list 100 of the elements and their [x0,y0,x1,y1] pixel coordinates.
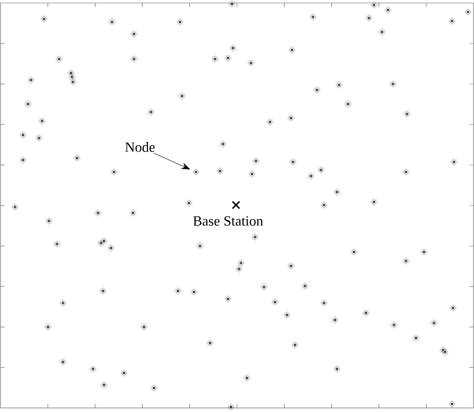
marker-label: Base Station [193,216,263,226]
asterisk-marker [403,110,411,118]
asterisk-marker [11,203,19,211]
asterisk-marker [219,140,227,148]
asterisk-marker [185,199,193,207]
asterisk-marker [309,13,317,21]
asterisk-marker [178,92,186,100]
asterisk-marker [420,248,428,256]
asterisk-marker [287,114,295,122]
asterisk-marker [174,287,182,295]
asterisk-marker [288,46,296,54]
asterisk-marker [68,73,76,81]
asterisk-marker [402,168,410,176]
asterisk-marker [389,80,397,88]
asterisk-marker [362,309,370,317]
asterisk-marker [130,30,138,38]
asterisk-marker [40,15,48,23]
asterisk-marker [248,170,256,178]
asterisk-marker [129,209,137,217]
asterisk-marker [441,348,449,356]
asterisk-marker [333,365,341,373]
asterisk-marker [89,365,97,373]
asterisk-marker [448,17,456,25]
asterisk-marker [19,156,27,164]
asterisk-marker [266,118,274,126]
asterisk-marker [464,8,472,16]
asterisk-marker [67,69,75,77]
asterisk-marker [27,76,35,84]
asterisk-marker [301,282,309,290]
asterisk-marker [196,242,204,250]
asterisk-marker [247,59,255,67]
asterisk-marker [228,0,236,8]
asterisk-marker [378,28,386,36]
asterisk-marker [350,248,358,256]
asterisk-marker [283,311,291,319]
asterisk-marker [120,369,128,377]
asterisk-marker [449,304,457,312]
asterisk-marker [384,6,392,14]
asterisk-marker [190,288,198,296]
asterisk-marker [229,44,237,52]
asterisk-marker [216,167,224,175]
asterisk-marker [130,55,138,63]
asterisk-marker [448,400,456,408]
asterisk-marker [344,100,352,108]
asterisk-marker [44,323,52,331]
asterisk-marker [108,18,116,26]
asterisk-marker [35,134,43,142]
asterisk-marker [147,108,155,116]
asterisk-marker [335,81,343,89]
asterisk-marker [320,299,328,307]
asterisk-marker [370,198,378,206]
asterisk-marker [94,209,102,217]
asterisk-marker [251,233,259,241]
asterisk-marker [333,188,341,196]
asterisk-marker [331,316,339,324]
asterisk-marker [100,381,108,389]
asterisk-marker [224,54,232,62]
asterisk-marker [19,131,27,139]
asterisk-marker [313,86,321,94]
asterisk-marker [99,287,107,295]
asterisk-marker [402,257,410,265]
leader-arrow [153,152,190,170]
asterisk-marker [59,299,67,307]
asterisk-marker [291,341,299,349]
asterisk-marker [243,374,251,382]
asterisk-marker [38,117,46,125]
asterisk-marker [235,265,243,273]
asterisk-marker [192,168,200,176]
asterisk-marker [150,384,158,392]
asterisk-marker [45,217,53,225]
asterisk-marker [289,158,297,166]
asterisk-marker [370,1,378,9]
asterisk-marker [227,403,235,411]
asterisk-marker [59,358,67,366]
asterisk-marker [24,100,32,108]
asterisk-marker [430,319,438,327]
asterisk-marker [206,339,214,347]
asterisk-marker [271,298,279,306]
asterisk-marker [211,55,219,63]
asterisk-marker [390,321,398,329]
cross-marker [232,200,240,210]
asterisk-marker [237,259,245,267]
asterisk-marker [252,157,260,165]
asterisk-marker [53,240,61,248]
asterisk-marker [260,283,268,291]
asterisk-marker [224,295,232,303]
asterisk-marker [97,239,105,247]
asterisk-marker [73,154,81,162]
asterisk-marker [307,172,315,180]
asterisk-marker [55,55,63,63]
asterisk-marker [140,323,148,331]
asterisk-marker [287,262,295,270]
asterisk-marker [412,334,420,342]
annotation-label: Node [125,142,155,152]
asterisk-marker [100,237,108,245]
asterisk-marker [320,201,328,209]
asterisk-marker [439,346,447,354]
asterisk-marker [365,14,373,22]
asterisk-marker [450,158,458,166]
asterisk-marker [176,18,184,26]
